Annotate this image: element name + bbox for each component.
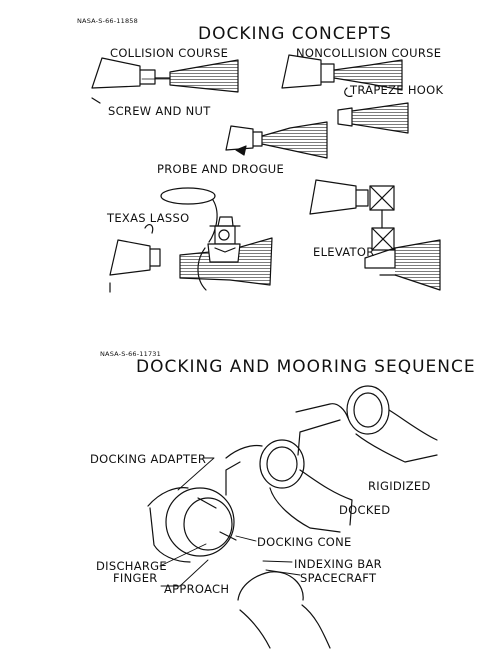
probe-and-drogue-drawing (226, 122, 327, 158)
panel2-figure-code: NASA-S-66-11731 (100, 350, 161, 358)
label-discharge: DISCHARGE (96, 559, 167, 573)
texas-lasso-drawing (110, 188, 272, 292)
rigidized-stage-drawing (296, 386, 437, 462)
label-trapeze-hook: TRAPEZE HOOK (350, 83, 444, 97)
docked-stage-drawing (226, 440, 352, 532)
label-screw-and-nut: SCREW AND NUT (108, 104, 211, 118)
label-probe-and-drogue: PROBE AND DROGUE (157, 162, 285, 176)
collision-course-drawing (92, 58, 238, 103)
label-elevator: ELEVATOR (313, 245, 375, 259)
label-docking-cone: DOCKING CONE (257, 535, 352, 549)
elevator-drawing (310, 180, 440, 290)
panel1-title: DOCKING CONCEPTS (198, 24, 392, 44)
label-finger: FINGER (113, 571, 158, 585)
label-texas-lasso: TEXAS LASSO (107, 211, 190, 225)
panel1-figure-code: NASA-S-66-11858 (77, 17, 138, 25)
label-collision-course: COLLISION COURSE (110, 46, 229, 60)
label-spacecraft: SPACECRAFT (300, 571, 377, 585)
trapeze-hook-drawing (338, 103, 408, 133)
label-docking-adapter: DOCKING ADAPTER (90, 452, 207, 466)
label-rigidized: RIGIDIZED (368, 479, 431, 493)
panel2-title: DOCKING AND MOORING SEQUENCE (136, 357, 476, 377)
label-indexing-bar: INDEXING BAR (294, 557, 382, 571)
approach-stage-drawing (148, 488, 330, 648)
label-noncollision-course: NONCOLLISION COURSE (296, 46, 442, 60)
panel2-leader-lines (160, 458, 300, 586)
noncollision-course-drawing (282, 55, 402, 96)
